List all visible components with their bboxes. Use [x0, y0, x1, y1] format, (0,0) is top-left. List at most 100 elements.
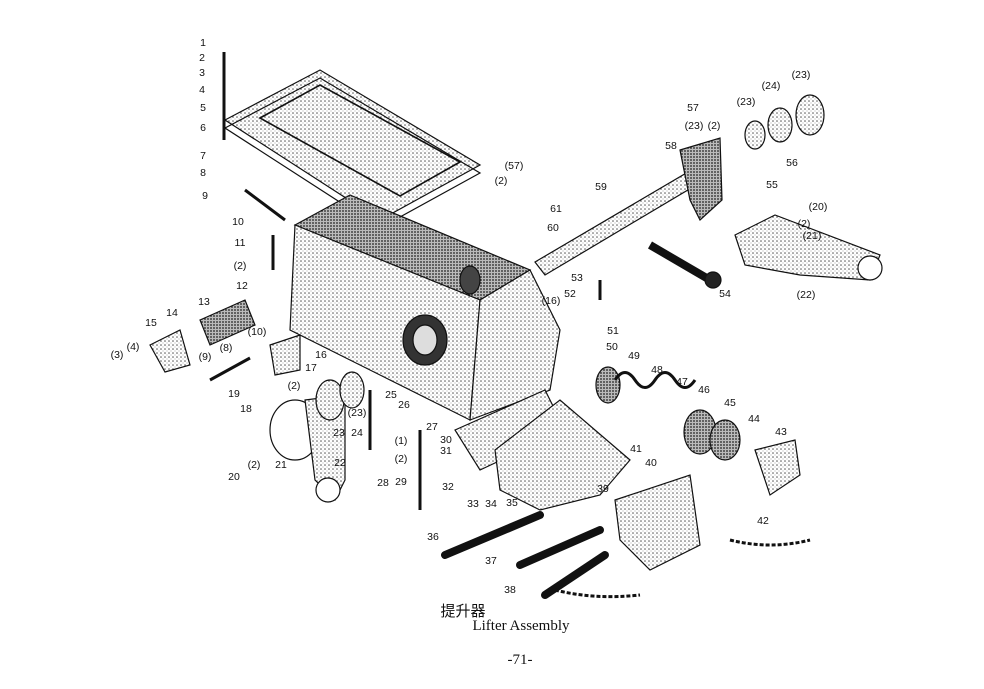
- callout-label: 30: [440, 433, 452, 446]
- bolts: [209, 52, 602, 510]
- callout-label: 44: [748, 412, 760, 425]
- callout-label: 8: [200, 166, 206, 179]
- callout-label: 14: [166, 306, 178, 319]
- callout-label: (10): [247, 325, 267, 338]
- callout-label: 23: [333, 426, 345, 439]
- callout-label: 61: [550, 202, 562, 215]
- callout-label: (2): [494, 174, 508, 187]
- callout-label: 53: [571, 271, 583, 284]
- callout-label: (2): [233, 259, 247, 272]
- lifter-housing: [289, 194, 566, 471]
- callout-label: (24): [761, 79, 781, 92]
- callout-label: (23): [684, 119, 704, 132]
- callout-label: 38: [504, 583, 516, 596]
- callout-label: 11: [234, 236, 246, 249]
- filter-and-cover: [149, 299, 301, 376]
- chain-right: [729, 538, 811, 547]
- callout-label: 48: [651, 363, 663, 376]
- callout-label: 1: [200, 36, 206, 49]
- callout-label: 25: [385, 388, 397, 401]
- callout-label: 59: [595, 180, 607, 193]
- callout-label: 6: [200, 121, 206, 134]
- callout-label: (3): [110, 348, 124, 361]
- caption-chinese: 提升器: [440, 604, 486, 620]
- chain-left: [554, 588, 641, 599]
- callout-label: (2): [247, 458, 261, 471]
- callout-label: 36: [427, 530, 439, 543]
- callout-label: 19: [228, 387, 240, 400]
- callout-label: 16: [315, 348, 327, 361]
- callout-label: 17: [305, 361, 317, 374]
- callout-label: (21): [802, 229, 822, 242]
- callout-label: 24: [351, 426, 363, 439]
- callout-label: 55: [766, 178, 778, 191]
- callout-label: 28: [377, 476, 389, 489]
- callout-label: 43: [775, 425, 787, 438]
- callout-label: 4: [199, 83, 205, 96]
- callout-label: 20: [228, 470, 240, 483]
- callout-label: (2): [707, 119, 721, 132]
- callout-label: (2): [797, 217, 811, 230]
- callout-label: (9): [198, 350, 212, 363]
- callout-label: (20): [808, 200, 828, 213]
- callout-label: 47: [676, 375, 688, 388]
- callout-label: 35: [506, 496, 518, 509]
- callout-label: 34: [485, 497, 497, 510]
- callout-label: 29: [395, 475, 407, 488]
- callout-label: 41: [630, 442, 642, 455]
- callout-label: (23): [736, 95, 756, 108]
- callout-label: 13: [198, 295, 210, 308]
- callout-label: (2): [394, 452, 408, 465]
- pins: [441, 511, 609, 599]
- top-cover: [223, 69, 482, 229]
- callout-label: 5: [200, 101, 206, 114]
- right-lift-arm: [647, 214, 883, 289]
- callout-label: 22: [334, 456, 346, 469]
- main-shaft: [534, 94, 825, 276]
- callout-label: 60: [547, 221, 559, 234]
- callout-label: (23): [791, 68, 811, 81]
- callout-label: 50: [606, 340, 618, 353]
- callout-label: 54: [719, 287, 731, 300]
- left-lift-arm: [269, 371, 365, 503]
- callout-label: (22): [796, 288, 816, 301]
- callout-label: (1): [394, 434, 408, 447]
- callout-label: 37: [485, 554, 497, 567]
- callout-label: (57): [504, 159, 524, 172]
- callout-label: 58: [665, 139, 677, 152]
- callout-label: 52: [564, 287, 576, 300]
- callout-label: 49: [628, 349, 640, 362]
- callout-label: (2): [287, 379, 301, 392]
- callout-label: 31: [440, 444, 452, 457]
- callout-label: 9: [202, 189, 208, 202]
- callout-label: 39: [597, 482, 609, 495]
- callout-label: 15: [145, 316, 157, 329]
- lower-bracket: [494, 399, 701, 571]
- callout-label: 32: [442, 480, 454, 493]
- callout-label: 46: [698, 383, 710, 396]
- caption-english: Lifter Assembly: [472, 618, 570, 634]
- callout-label: 56: [786, 156, 798, 169]
- callout-label: 33: [467, 497, 479, 510]
- callout-label: 2: [199, 51, 205, 64]
- callout-label: 12: [236, 279, 248, 292]
- callout-label: 10: [232, 215, 244, 228]
- callout-label: 3: [199, 66, 205, 79]
- callout-label: (8): [219, 341, 233, 354]
- callout-label: 26: [398, 398, 410, 411]
- callout-label: 45: [724, 396, 736, 409]
- page-number: -71-: [507, 652, 533, 668]
- callout-label: 27: [426, 420, 438, 433]
- callout-label: 42: [757, 514, 769, 527]
- callout-label: 51: [607, 324, 619, 337]
- callout-label: 7: [200, 149, 206, 162]
- spring-assembly: [595, 366, 801, 496]
- callout-label: (23): [347, 406, 367, 419]
- callout-label: 57: [687, 101, 699, 114]
- callout-label: 40: [645, 456, 657, 469]
- callout-label: 21: [275, 458, 287, 471]
- callout-label: 18: [240, 402, 252, 415]
- callout-label: (4): [126, 340, 140, 353]
